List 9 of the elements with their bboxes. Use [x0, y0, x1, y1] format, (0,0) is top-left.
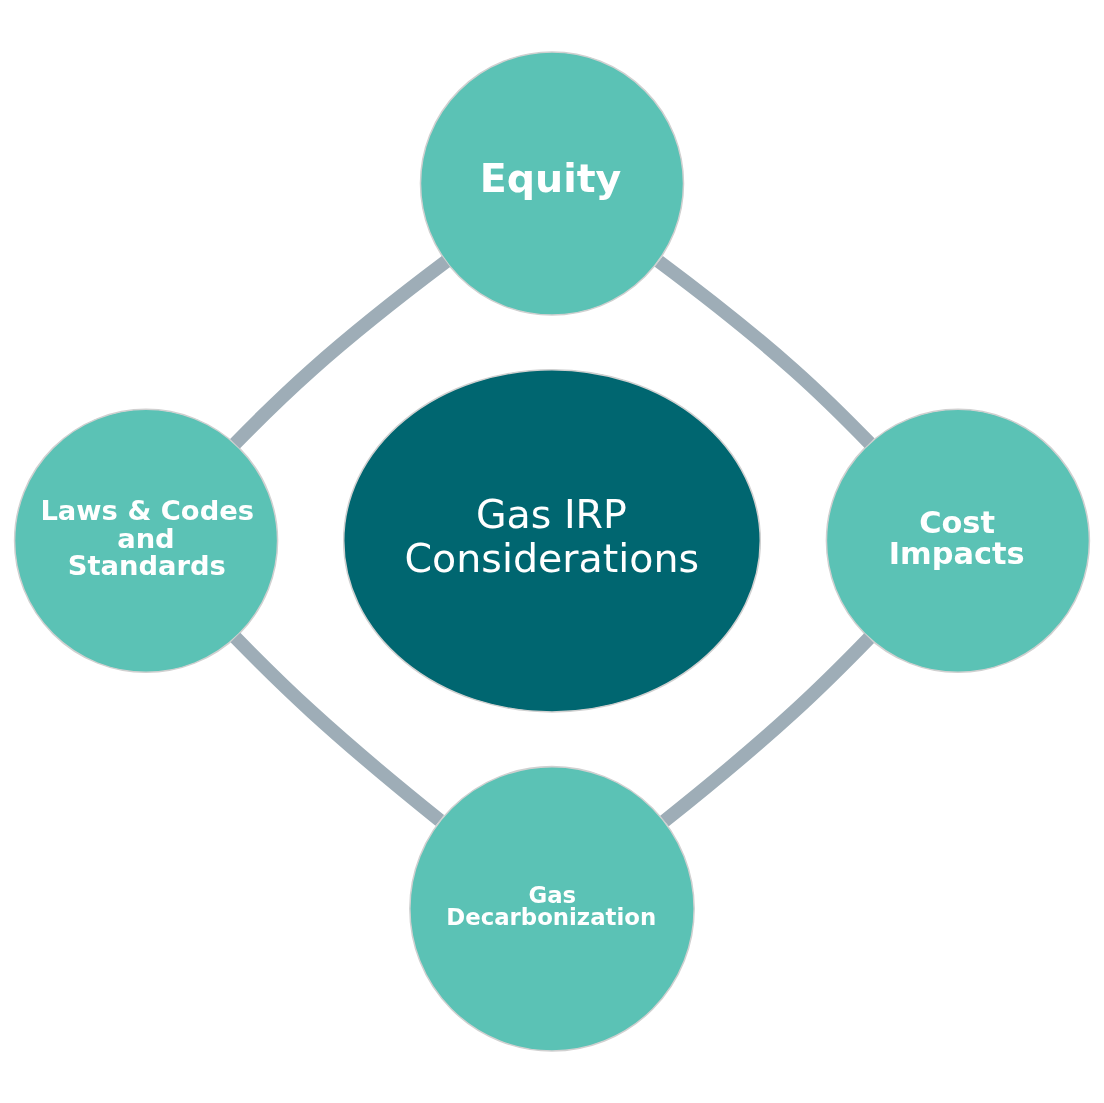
node-circle: Laws & Codes and Standards [13, 408, 279, 674]
connector [230, 632, 445, 826]
connector [654, 255, 875, 448]
connector [660, 633, 875, 827]
node-circle: Equity [419, 51, 685, 316]
node-circle: Cost Impacts [825, 408, 1091, 674]
node-circle: Gas Decarbonization [409, 765, 695, 1052]
node-ellipse: Gas IRP Considerations [342, 369, 762, 713]
connector [230, 256, 451, 449]
